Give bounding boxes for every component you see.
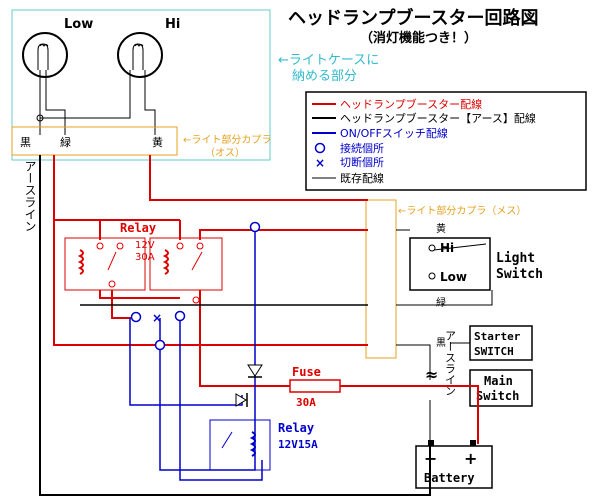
legend-connection: 接続個所 — [340, 141, 384, 155]
male-coupler-sub: （オス） — [205, 147, 245, 159]
light-case-area — [11, 9, 271, 161]
light-switch-low-contact — [428, 272, 436, 280]
female-coupler-label: ←ライト部分カプラ（メス） — [398, 204, 526, 217]
starter-switch-label-line1: Starter — [474, 330, 521, 343]
connection-point — [174, 310, 186, 322]
connection-points — [130, 221, 261, 351]
battery-minus-terminal — [428, 440, 434, 446]
relay-terminal — [176, 242, 184, 250]
diode-bottom — [235, 393, 247, 407]
page-title: ヘッドランプブースター回路図 — [288, 7, 539, 29]
diode-top — [247, 364, 263, 377]
female-coupler-yellow: 黄 — [436, 222, 446, 235]
relay-top-left-box — [64, 237, 146, 291]
light-switch-label-line2: Switch — [496, 267, 543, 282]
relay-top-spec-line2: 30A — [135, 252, 155, 263]
light-case-note-line2: 納める部分 — [292, 69, 357, 84]
light-switch-hi-contact — [428, 244, 436, 252]
female-coupler — [365, 199, 397, 359]
relay-top-right-box — [149, 237, 223, 291]
booster-wiring — [53, 155, 479, 444]
male-coupler-label: ←ライト部分カプラ — [183, 133, 271, 146]
relay-top-right-coil — [162, 249, 169, 275]
relay-top-right-contact — [191, 251, 203, 271]
main-switch-box — [469, 369, 533, 407]
earth-wiring — [39, 155, 431, 496]
starter-switch-label-line2: SWITCH — [474, 345, 514, 358]
legend-connection-icon — [314, 142, 326, 154]
relay-terminals — [96, 242, 204, 304]
relay-terminal — [96, 242, 104, 250]
relay-bottom-coil — [249, 431, 256, 457]
relay-bottom-name: Relay — [278, 421, 314, 435]
connection-point — [154, 339, 166, 351]
relay-top-left-contact — [107, 251, 117, 271]
earth-line-label-right: アースライン — [444, 330, 457, 396]
connection-point — [249, 221, 261, 233]
legend-blue-line: ON/OFFスイッチ配線 — [340, 126, 448, 140]
relay-top-left-coil — [77, 249, 84, 275]
male-coupler-black: 黒 — [20, 136, 31, 149]
relay-bottom-box — [209, 419, 271, 471]
low-lamp-label: Low — [64, 17, 93, 32]
light-switch-low: Low — [440, 270, 467, 284]
low-lamp — [22, 32, 68, 78]
relay-terminal — [196, 242, 204, 250]
relay-top-name: Relay — [120, 221, 156, 235]
female-coupler-green: 緑 — [436, 296, 446, 309]
page-subtitle: （消灯機能つき！） — [360, 30, 477, 46]
hi-lamp-label: Hi — [165, 17, 180, 32]
battery-box — [415, 445, 493, 489]
relay-bottom-contact — [221, 431, 233, 449]
cut-mark-approx: ≈ — [425, 365, 438, 384]
battery-label: Battery — [424, 471, 475, 485]
battery-plus-terminal — [470, 440, 476, 446]
relay-terminal — [192, 296, 200, 304]
hi-lamp — [117, 32, 163, 78]
existing-lamp-wiring — [39, 70, 156, 135]
fuse-rating: 30A — [296, 396, 316, 409]
cut-point-icon: × — [152, 311, 162, 325]
relay-terminal — [116, 242, 124, 250]
fuse-name: Fuse — [292, 365, 321, 379]
legend-existing: 既存配線 — [340, 171, 384, 185]
fuse-body — [289, 379, 341, 393]
male-coupler-green: 緑 — [60, 135, 71, 149]
relay-terminal — [108, 280, 116, 288]
legend-red-line: ヘッドランプブースター配線 — [340, 97, 482, 111]
connection-point — [130, 311, 142, 323]
existing-wiring-right — [396, 229, 493, 444]
relay-bottom-spec: 12V15A — [278, 438, 318, 451]
earth-line-label-left: アースライン — [23, 160, 37, 232]
battery-plus: + — [464, 449, 477, 468]
legend-cut: 切断個所 — [340, 155, 384, 169]
relay-top-spec-line1: 12V — [135, 240, 155, 251]
legend: ヘッドランプブースター配線 ヘッドランプブースター【アース】配線 ON/OFFス… — [305, 91, 587, 191]
light-switch-label-line1: Light — [496, 251, 535, 266]
legend-cut-icon: × — [315, 156, 325, 170]
male-coupler — [11, 126, 178, 156]
male-coupler-yellow: 黄 — [152, 135, 163, 149]
female-coupler-black: 黒 — [436, 337, 446, 349]
main-switch-label-line1: Main — [484, 374, 513, 388]
main-switch-label-line2: Switch — [476, 389, 519, 403]
light-switch-lever — [433, 243, 487, 251]
light-case-note-line1: ←ライトケースに — [278, 53, 379, 68]
legend-black-line: ヘッドランプブースター【アース】配線 — [340, 111, 536, 125]
light-switch-box — [409, 237, 491, 291]
lamp-junction-point — [36, 114, 44, 122]
